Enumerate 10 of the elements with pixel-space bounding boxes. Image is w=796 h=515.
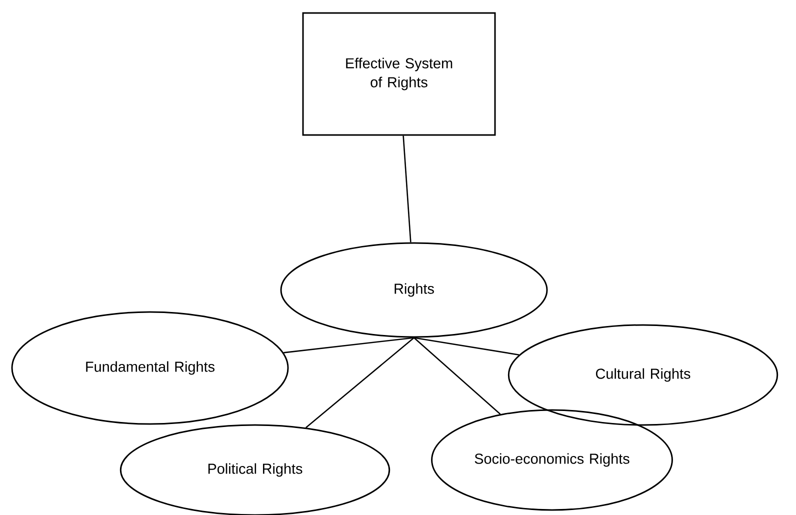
connector-line bbox=[414, 337, 520, 356]
ellipse-node: Rights bbox=[280, 242, 548, 338]
connector-line bbox=[414, 337, 501, 415]
ellipse-node: Cultural Rights bbox=[508, 324, 778, 426]
connector-line bbox=[402, 136, 412, 242]
ellipse-node: Fundamental Rights bbox=[11, 311, 289, 425]
connector-line bbox=[284, 337, 414, 354]
connector-line bbox=[306, 337, 414, 428]
process-box: Effective System of Rights bbox=[302, 12, 496, 136]
ellipse-node: Socio-economics Rights bbox=[431, 409, 673, 511]
